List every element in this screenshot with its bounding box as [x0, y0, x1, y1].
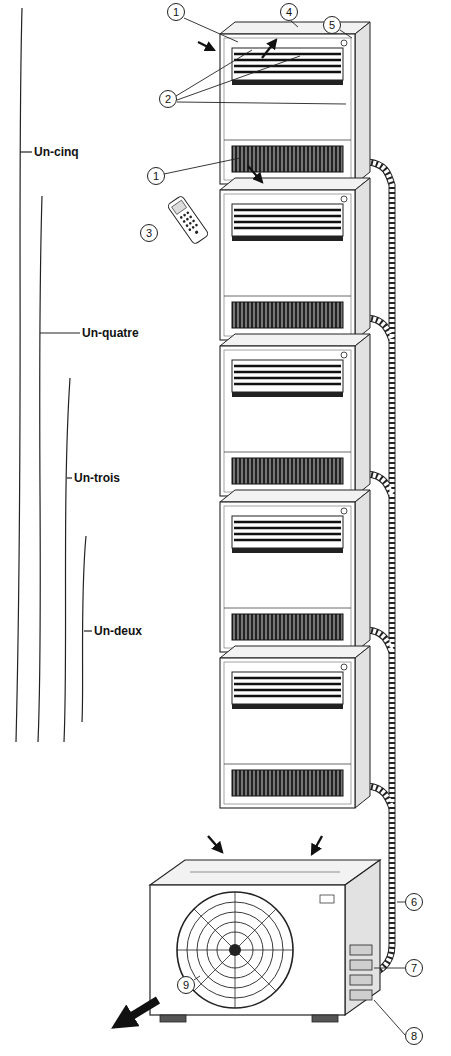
bracket-line-part	[82, 536, 86, 722]
remote-control-part-part	[183, 213, 187, 217]
pipe-bundle-part-part	[368, 474, 392, 496]
outdoor-unit-part-part	[350, 975, 372, 985]
airflow-arrow	[208, 836, 322, 854]
outdoor-unit-part	[150, 885, 345, 1015]
leader-line-part	[184, 18, 238, 42]
remote-control-part-part	[185, 224, 189, 228]
airflow-arrow	[198, 40, 276, 182]
pipe-bundle-part-part	[368, 630, 392, 652]
pipe-bundle-part-part	[368, 318, 392, 340]
outdoor-unit-part	[229, 944, 241, 956]
exhaust-arrow	[122, 1000, 158, 1022]
remote-control-part-part	[179, 216, 183, 220]
outdoor-unit-part	[150, 860, 380, 885]
leader-line-part	[177, 56, 300, 100]
outdoor-unit-part-part	[350, 990, 372, 1000]
indoor-unit-part	[220, 178, 370, 340]
outdoor-unit-part-part	[177, 892, 293, 1008]
unit-count-label: Un-cinq	[32, 145, 81, 159]
indoor-unit-part	[220, 490, 370, 652]
remote-control-part-part	[191, 226, 195, 230]
airflow-arrow-part	[198, 42, 214, 50]
callout-number: 9	[177, 976, 195, 994]
remote-control-part-part	[189, 215, 193, 219]
bracket-line-part	[38, 196, 42, 742]
unit-count-label: Un-trois	[72, 471, 122, 485]
remote-control-part-part	[194, 230, 198, 234]
bracket-line-part	[16, 8, 22, 742]
pipe-bundle-part-part	[368, 786, 392, 808]
leader-line-part	[397, 902, 405, 903]
outdoor-unit-part-part	[177, 892, 293, 1008]
remote-control-part	[179, 211, 201, 237]
pipe-bundle-part-part	[368, 786, 392, 808]
leader-line-part	[177, 102, 346, 104]
outdoor-unit-part	[312, 1015, 338, 1022]
remote-control-part-part	[192, 219, 196, 223]
outdoor-unit-part	[177, 892, 293, 1008]
leader-line-part	[340, 30, 352, 38]
indoor-unit	[220, 22, 370, 808]
callout-number: 7	[405, 959, 423, 977]
pipe-bundle-part-part	[368, 318, 392, 340]
unit-count-label: Un-quatre	[80, 326, 141, 340]
callout-number: 1	[147, 167, 165, 185]
leader-line-part	[374, 1000, 405, 1035]
remote-control-part-part	[188, 221, 192, 225]
airflow-arrow-part	[262, 40, 276, 58]
callout-number: 6	[405, 893, 423, 911]
callout-number: 1	[167, 3, 185, 21]
leader-line-part	[194, 976, 200, 980]
outdoor-unit-part	[160, 1015, 186, 1022]
unit-count-label: Un-deux	[92, 624, 144, 638]
indoor-unit-part	[220, 334, 370, 496]
remote-control-part-part	[182, 220, 186, 224]
remote-control-part	[172, 200, 187, 214]
bracket-line-part	[20, 151, 32, 152]
leader-line	[164, 18, 405, 1035]
remote-control-part-part	[195, 223, 199, 227]
airflow-arrow-part	[312, 836, 322, 854]
callout-number: 5	[323, 16, 341, 34]
callout-number: 3	[140, 224, 158, 242]
outdoor-unit-part	[190, 872, 340, 873]
leader-line-part	[291, 21, 298, 27]
leader-line-part	[176, 50, 252, 96]
remote-control-part-part	[188, 228, 192, 232]
indoor-unit-part	[220, 646, 370, 808]
pipe-bundle-part-part	[368, 630, 392, 652]
outdoor-unit-part-part	[350, 960, 372, 970]
callout-number: 4	[280, 3, 298, 21]
outdoor-unit	[150, 860, 380, 1022]
callout-number: 2	[159, 90, 177, 108]
bracket-line-part	[40, 332, 80, 333]
bracket-line-part	[84, 630, 92, 631]
remote-control-part-part	[186, 217, 190, 221]
airflow-arrow-part	[248, 166, 262, 182]
outdoor-unit-part	[350, 945, 372, 1000]
outdoor-unit-part-part	[350, 945, 372, 955]
remote-control-part-part	[186, 211, 190, 215]
callout-number: 8	[405, 1027, 423, 1045]
bracket-line-part	[64, 378, 70, 742]
pipe-bundle-part-part	[368, 474, 392, 496]
airflow-arrow-part	[208, 836, 222, 852]
outdoor-unit-part	[320, 895, 334, 903]
outdoor-unit-part	[345, 860, 380, 1015]
leader-line-part	[164, 158, 240, 174]
remote-control	[167, 195, 209, 245]
bracket-line	[16, 8, 92, 742]
remote-control-part	[167, 195, 209, 245]
leader-line-part	[374, 968, 405, 969]
